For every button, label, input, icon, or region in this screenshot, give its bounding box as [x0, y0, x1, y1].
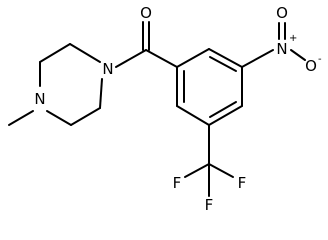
bond-pip-c-right-n1 [99, 78, 103, 109]
bond-pip-n1-c-top [69, 43, 101, 63]
bond-ring-c2-c3 [208, 48, 243, 68]
nitro-nitrogen-charge: + [289, 33, 297, 44]
bond-cf3-to-f-left [184, 163, 210, 178]
atom-nitro-oxygen: O [305, 57, 317, 75]
bond-pip-n4-c-bottom [46, 110, 72, 126]
atom-piperazine-n-amide: N [102, 60, 113, 78]
bond-ring-c4-c5 [208, 105, 243, 126]
atom-fluorine-bottom: F [205, 196, 214, 214]
atom-carbonyl-oxygen: O [140, 4, 152, 22]
bond-ring-c1-c2 [176, 48, 210, 68]
bond-carbonyl-to-n [115, 49, 147, 68]
nitro-oxygen-charge: - [318, 54, 322, 65]
atom-fluorine-left: F [173, 174, 182, 192]
molecule-structure-diagram: O N N N + O O - F F F [8, 4, 322, 214]
bond-ring-c2-c3-inner [209, 56, 237, 72]
bond-pip-c-bottom-c-right [70, 107, 101, 126]
bond-ring-to-nitro-n [241, 49, 274, 68]
atom-labels: O N N N + O O - F F F [34, 4, 322, 214]
bond-ring-c5-c6 [176, 105, 210, 126]
atom-nitro-double-oxygen: O [276, 4, 288, 22]
bond-ring-c4-c5-inner [209, 101, 237, 118]
bond-n-methyl [8, 110, 34, 126]
atom-piperazine-n-methyl: N [34, 90, 45, 108]
bond-pip-c-top-c-left [39, 43, 71, 63]
atom-nitro-nitrogen: N [276, 40, 287, 58]
atom-fluorine-right: F [238, 174, 247, 192]
bond-nitro-n-o-single [290, 49, 306, 61]
bond-carbonyl-to-ring [145, 49, 178, 68]
bonds [8, 21, 306, 197]
bond-cf3-to-f-right [208, 163, 234, 178]
